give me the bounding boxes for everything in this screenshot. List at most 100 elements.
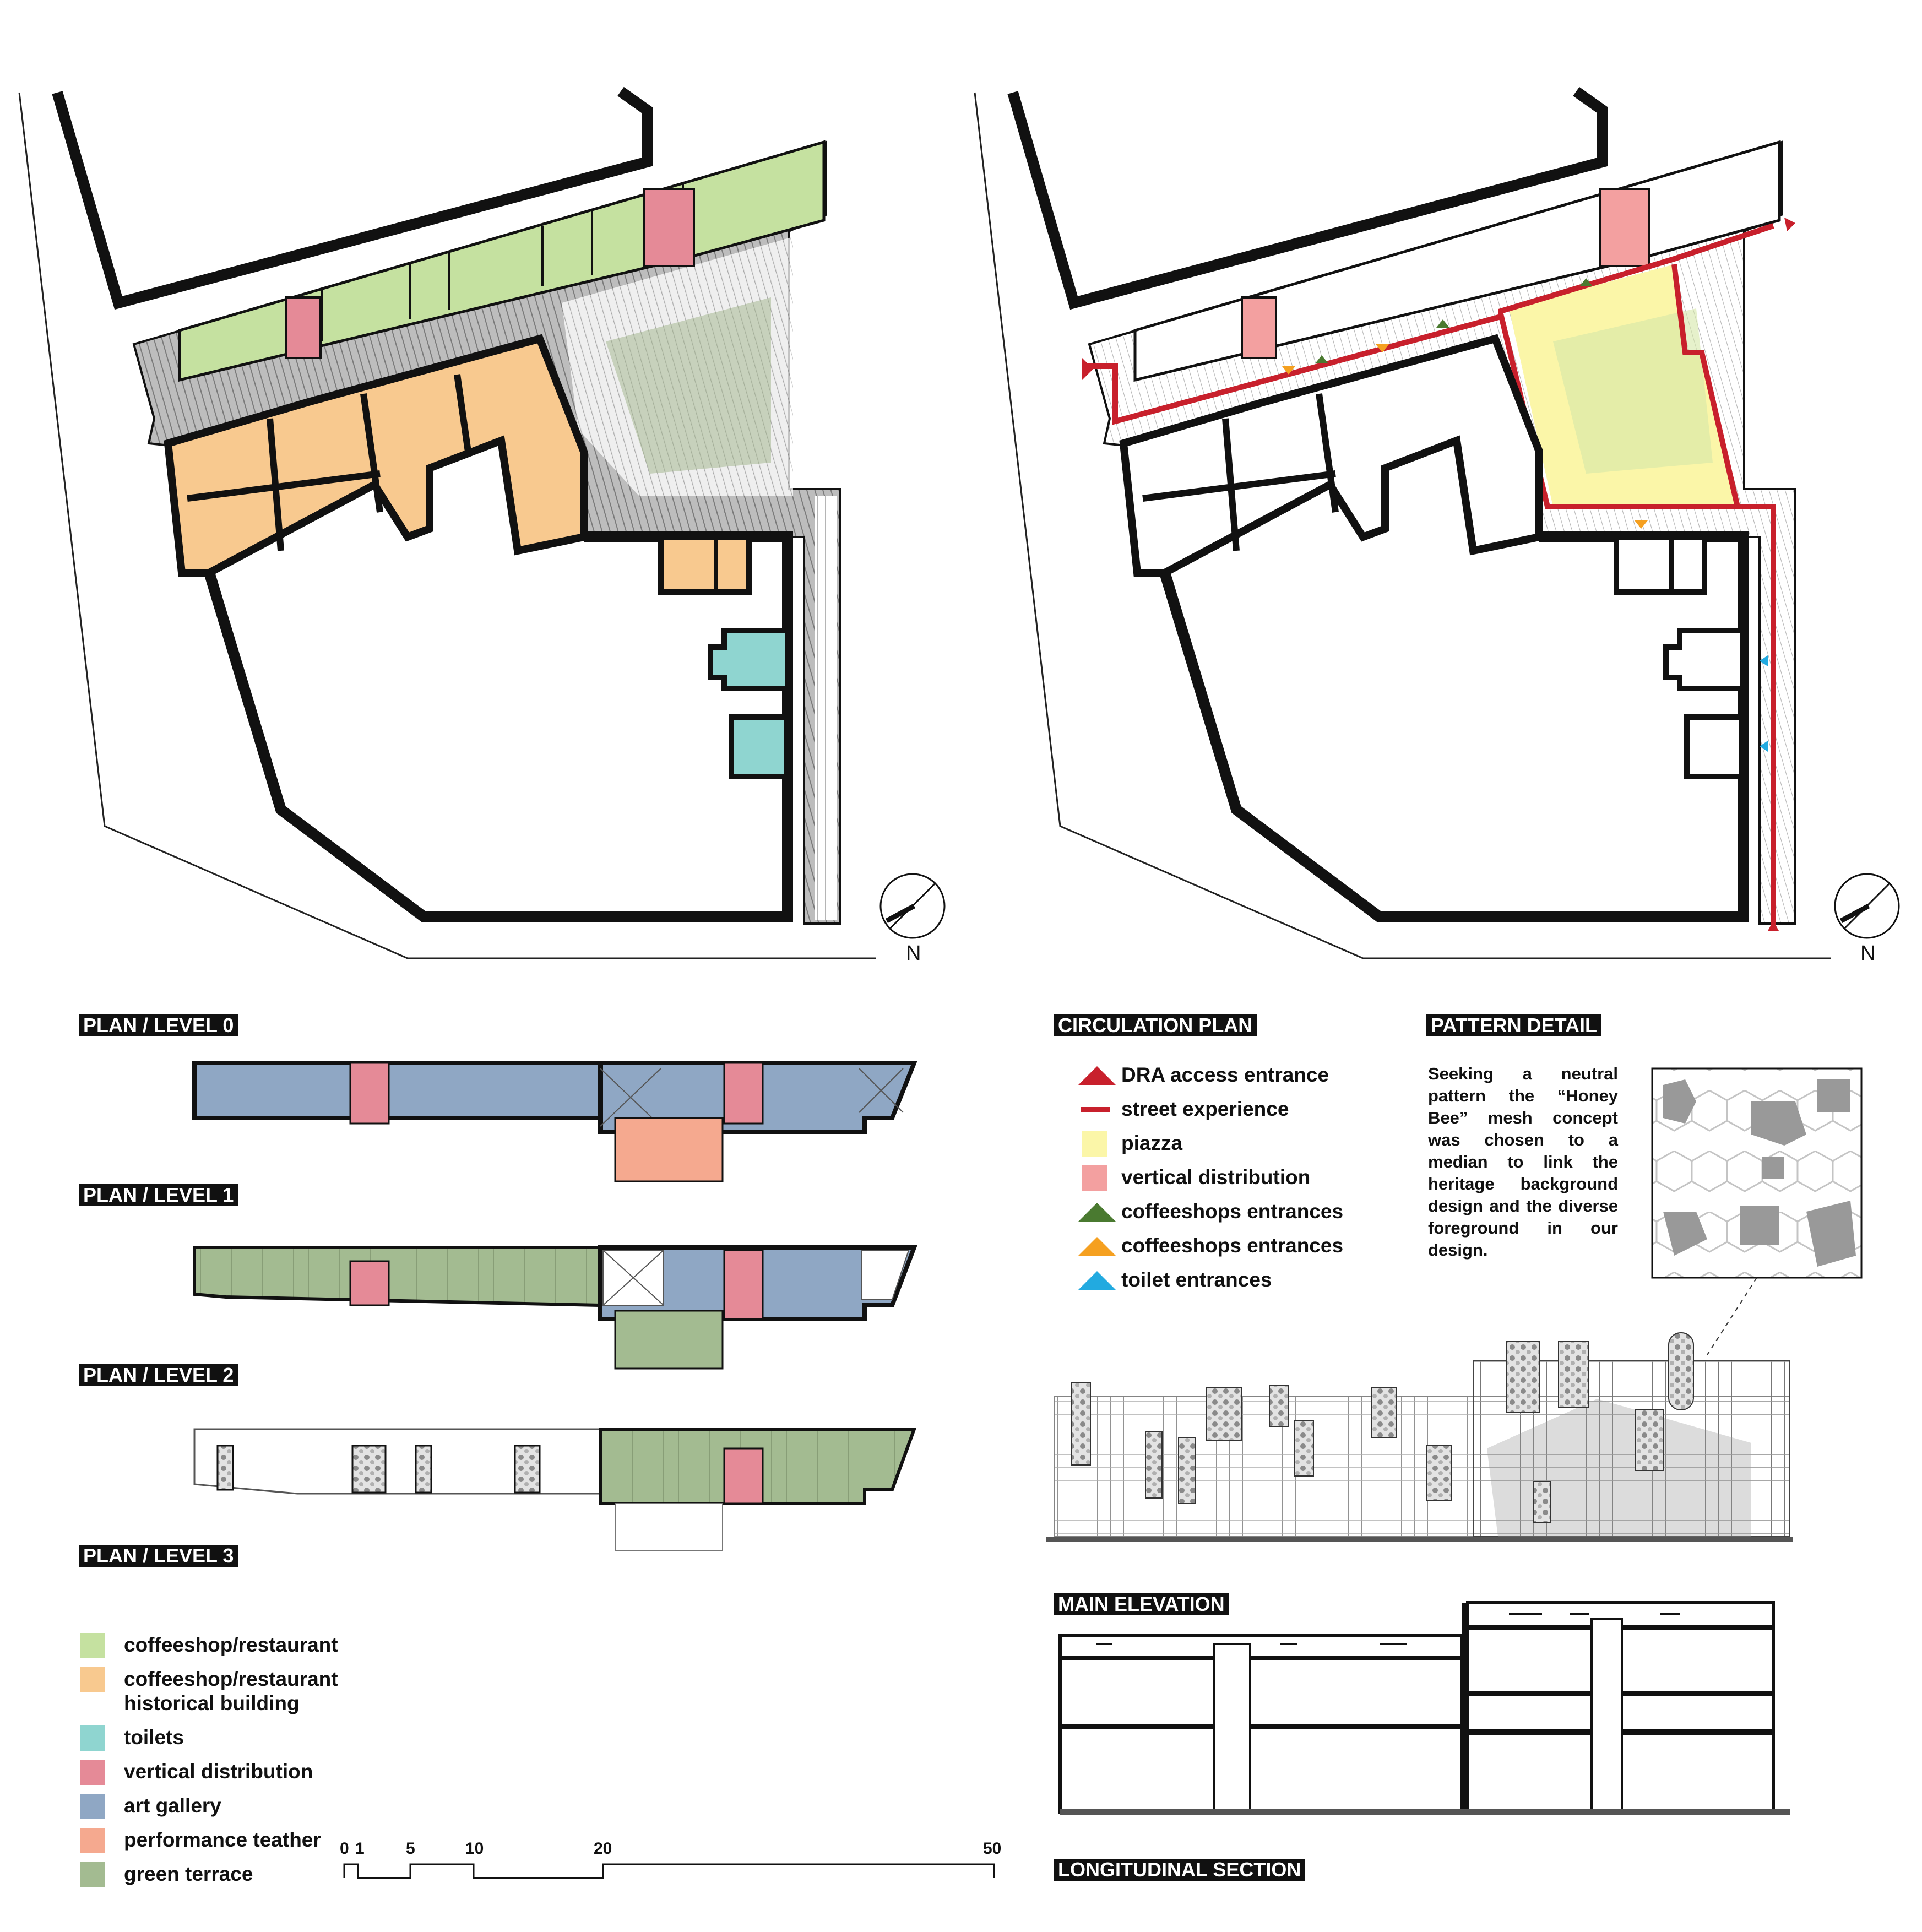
historical-room <box>658 534 752 595</box>
legend-item: street experience <box>1074 1097 1382 1131</box>
legend-item: vertical distribution <box>80 1760 388 1785</box>
legend-item: performance teather <box>80 1828 388 1853</box>
legend-label: piazza <box>1121 1132 1183 1154</box>
toilet-room <box>708 628 790 691</box>
longitudinal-section-drawing <box>1058 1601 1790 1815</box>
legend-item: coffeeshop/restaurant <box>80 1633 388 1658</box>
street-edge-line <box>974 92 1831 959</box>
main-block-outline <box>204 531 793 922</box>
longitudinal-section-heading: LONGITUDINAL SECTION <box>1054 1859 1306 1881</box>
scale-tick-label: 1 <box>355 1839 365 1858</box>
street-edge-line <box>18 92 876 959</box>
coffeeshop-entrance-marker <box>1579 278 1593 286</box>
triangle-icon <box>1078 1237 1116 1256</box>
legend-label: vertical distribution <box>1121 1166 1311 1188</box>
east-walk-light <box>815 496 837 920</box>
scale-tick-label: 5 <box>406 1839 415 1858</box>
coffeeshop-entrance-marker <box>1315 355 1328 363</box>
scale-bar <box>343 1863 995 1879</box>
legend-label: DRA access entrance <box>1121 1063 1329 1086</box>
triangle-icon <box>1078 1203 1116 1222</box>
triangle-icon <box>1078 1066 1116 1085</box>
dra-entrance-marker <box>1768 921 1779 931</box>
main-elevation-drawing <box>1046 1332 1793 1542</box>
plan-level-0-heading: PLAN / LEVEL 0 <box>79 1014 238 1036</box>
legend-item: piazza <box>1074 1131 1382 1165</box>
main-elevation-heading: MAIN ELEVATION <box>1054 1593 1229 1615</box>
pattern-description: Seeking a neutral pattern the “Honey Bee… <box>1428 1064 1618 1260</box>
legend-swatch <box>80 1667 105 1692</box>
north-label: N <box>1860 942 1876 965</box>
legend-item: art gallery <box>80 1794 388 1819</box>
legend-item: toilet entrances <box>1074 1268 1382 1302</box>
square-icon <box>1082 1131 1107 1157</box>
plan-level-1-drawing <box>193 1245 917 1370</box>
scale-tick-label: 50 <box>983 1839 1002 1858</box>
north-arrow-icon <box>1834 873 1900 939</box>
toilet-room <box>729 714 789 779</box>
interior-wall <box>187 470 381 502</box>
plan-level-1-heading: PLAN / LEVEL 1 <box>79 1184 238 1206</box>
toilet-entrance-marker <box>1760 655 1768 666</box>
legend-label: coffeeshops entrances <box>1121 1200 1344 1223</box>
legend-item: coffeeshops entrances <box>1074 1200 1382 1234</box>
function-legend: coffeeshop/restaurant coffeeshop/restaur… <box>80 1633 388 1896</box>
historical-building <box>164 334 588 577</box>
plan-level-2-heading: PLAN / LEVEL 2 <box>79 1364 238 1386</box>
legend-swatch <box>80 1828 105 1853</box>
piazza-greenery <box>1553 308 1713 474</box>
toilet-room <box>1663 628 1746 691</box>
north-arrow-icon <box>879 873 946 939</box>
toilet-room <box>1684 714 1745 779</box>
dra-entrance-marker <box>1784 218 1795 231</box>
dra-entrance-marker <box>1082 358 1093 380</box>
legend-item: vertical distribution <box>1074 1165 1382 1200</box>
interior-wall <box>360 393 383 513</box>
street-wall <box>52 86 653 310</box>
legend-label: toilets <box>124 1726 184 1749</box>
legend-label: street experience <box>1121 1098 1289 1120</box>
stair-core <box>1241 296 1277 359</box>
legend-item: DRA access entrance <box>1074 1063 1382 1097</box>
legend-swatch <box>80 1760 105 1785</box>
street-wall <box>1007 86 1608 310</box>
room <box>1614 534 1707 595</box>
legend-label: toilet entrances <box>1121 1268 1272 1291</box>
legend-swatch <box>80 1633 105 1658</box>
historical-building <box>1119 334 1543 577</box>
circulation-legend: DRA access entrance street experience pi… <box>1074 1063 1382 1302</box>
interior-wall <box>1316 393 1339 513</box>
circulation-plan-heading: CIRCULATION PLAN <box>1054 1014 1257 1036</box>
east-path <box>1738 504 1776 925</box>
coffeeshop-entrance-marker <box>1436 319 1449 328</box>
coffeeshop-entrance-marker <box>1376 344 1389 352</box>
legend-swatch <box>80 1725 105 1751</box>
legend-label: art gallery <box>124 1794 221 1817</box>
triangle-icon <box>1078 1271 1116 1290</box>
north-label: N <box>906 942 921 965</box>
coffeeshop-entrance-marker <box>1282 366 1295 375</box>
legend-label: green terrace <box>124 1863 253 1885</box>
legend-label: coffeeshop/restaurant <box>124 1633 338 1656</box>
legend-item: green terrace <box>80 1862 388 1887</box>
pattern-detail-heading: PATTERN DETAIL <box>1426 1014 1601 1036</box>
greenery-patch <box>606 297 771 474</box>
legend-swatch <box>80 1862 105 1887</box>
scale-tick-label: 20 <box>594 1839 612 1858</box>
plan-level-3-heading: PLAN / LEVEL 3 <box>79 1545 238 1567</box>
coffeeshop-entrance-marker <box>1635 520 1648 529</box>
legend-label: vertical distribution <box>124 1760 313 1783</box>
scale-tick-label: 0 <box>340 1839 349 1858</box>
stair-core <box>285 296 322 359</box>
interior-wall <box>1142 470 1336 502</box>
interior-wall <box>454 374 471 452</box>
line-icon <box>1081 1107 1110 1112</box>
legend-label: coffeeshop/restaurant historical buildin… <box>124 1668 338 1714</box>
honeycomb-pattern-swatch <box>1651 1067 1863 1355</box>
legend-label: coffeeshops entrances <box>1121 1234 1344 1257</box>
legend-item: coffeeshops entrances <box>1074 1234 1382 1268</box>
scale-tick-label: 10 <box>465 1839 484 1858</box>
stair-core <box>1599 188 1650 267</box>
legend-item: coffeeshop/restaurant historical buildin… <box>80 1667 388 1716</box>
toilet-entrance-marker <box>1760 741 1768 752</box>
